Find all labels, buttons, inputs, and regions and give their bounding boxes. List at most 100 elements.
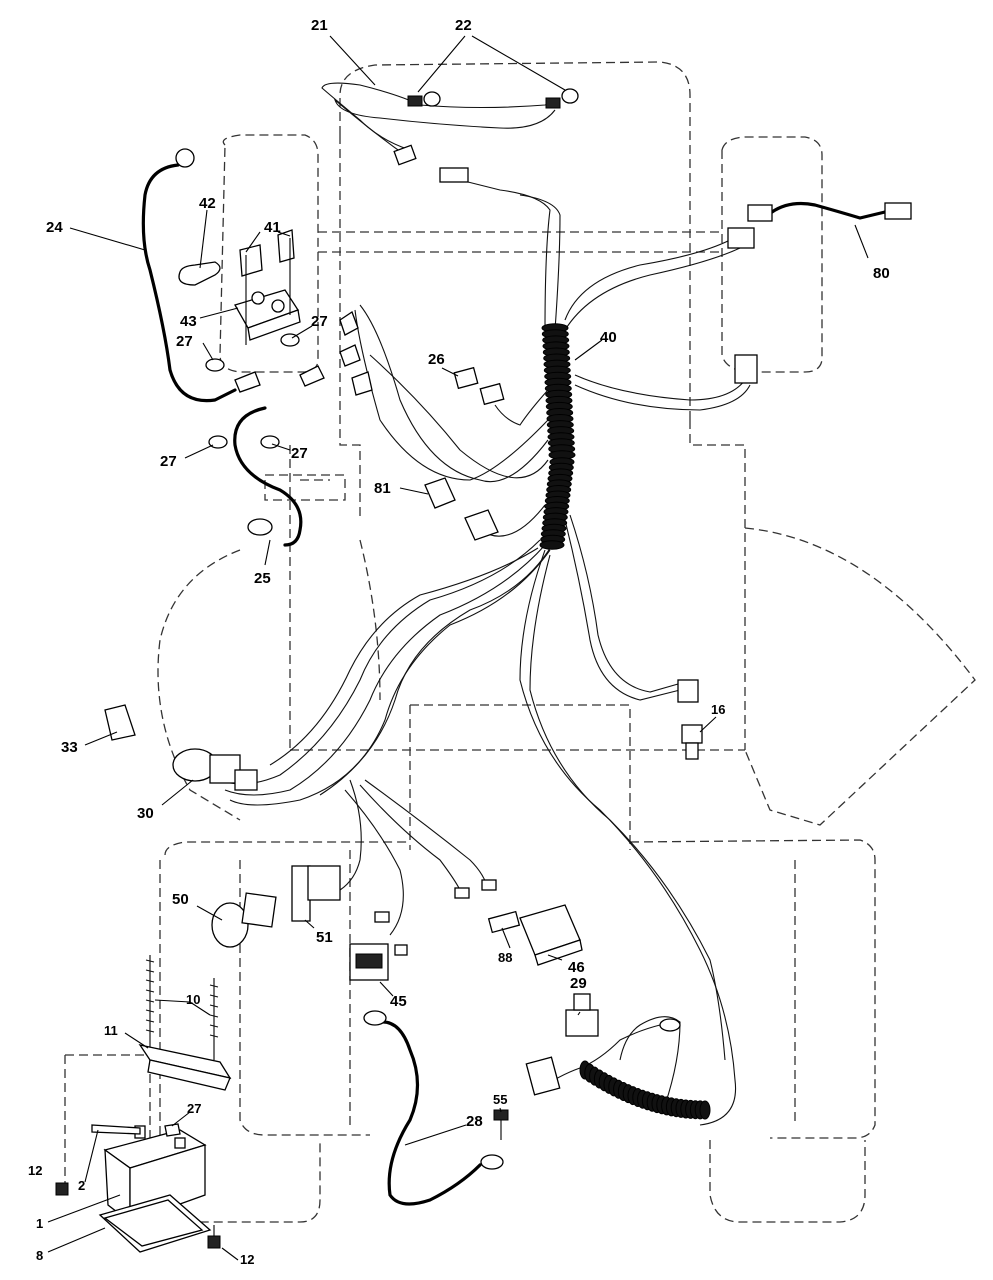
callout-10: 10 xyxy=(186,992,200,1007)
callout-50: 50 xyxy=(172,891,189,908)
corrugated-loom xyxy=(539,323,576,550)
hour-meter-45 xyxy=(349,911,408,981)
fender-outline xyxy=(744,527,976,826)
connector-21 xyxy=(393,144,417,166)
harness-wire xyxy=(344,789,404,936)
harness-wire xyxy=(574,374,746,401)
callout-41: 41 xyxy=(264,219,281,236)
callout-29: 29 xyxy=(570,975,587,992)
connector-coil xyxy=(525,1056,561,1096)
harness-wire xyxy=(519,549,737,1126)
rear-right-wheel xyxy=(709,1140,866,1223)
headlight-harness-wire xyxy=(333,98,556,156)
rear-deck-outline xyxy=(239,850,796,1136)
ring-terminal-28-top xyxy=(363,1010,387,1026)
clip-33 xyxy=(104,704,136,741)
wire-harness-40 xyxy=(219,179,751,1126)
callout-24: 24 xyxy=(46,219,63,236)
harness-wire xyxy=(319,544,553,796)
switch-16 xyxy=(677,679,703,760)
nut-12-bottom xyxy=(207,1235,221,1249)
clamp xyxy=(339,311,359,336)
harness-wire xyxy=(369,354,549,479)
harness-wire xyxy=(224,544,546,796)
ring-terminal-25 xyxy=(247,518,273,536)
callout-80: 80 xyxy=(873,265,890,282)
callout-28: 28 xyxy=(466,1113,483,1130)
cable-25 xyxy=(233,406,303,547)
clip-fuse xyxy=(234,371,261,393)
callout-27-c: 27 xyxy=(160,453,177,470)
module-51 xyxy=(291,865,341,922)
harness-wire xyxy=(619,1016,681,1106)
callout-33: 33 xyxy=(61,739,78,756)
battery-tray-8-lip xyxy=(103,1199,204,1247)
callout-labels: 21 22 24 42 41 43 27 27 27 27 80 40 26 8… xyxy=(28,17,890,1267)
ring-terminal-24-top xyxy=(175,148,195,168)
harness-wire xyxy=(564,247,741,331)
bolt-55 xyxy=(493,1109,509,1140)
components xyxy=(55,82,912,1253)
harness-wire xyxy=(569,514,686,693)
harness-wire xyxy=(269,547,539,766)
relay-88 xyxy=(454,879,521,934)
fuse-holder-26 xyxy=(453,366,505,406)
harness-wire xyxy=(459,179,551,331)
ignition-switch-30 xyxy=(172,748,258,791)
left-front-wheel xyxy=(219,134,319,373)
solenoid-43 xyxy=(234,229,301,341)
connector-81 xyxy=(424,477,499,541)
strap-42 xyxy=(178,261,221,286)
callout-55: 55 xyxy=(493,1092,507,1107)
callout-2: 2 xyxy=(78,1178,85,1193)
callout-12-b: 12 xyxy=(240,1252,254,1267)
callout-51: 51 xyxy=(316,929,333,946)
cable-80 xyxy=(770,201,887,220)
clamp-b xyxy=(339,344,361,367)
cable-28 xyxy=(378,1020,482,1206)
harness-wire xyxy=(229,549,551,806)
corrugated-loom-lower xyxy=(579,1060,711,1120)
loom-ring xyxy=(539,540,565,550)
bolt-41 xyxy=(245,238,291,345)
harness-wire xyxy=(564,239,731,321)
callout-27-a: 27 xyxy=(311,313,328,330)
bolts-10 xyxy=(145,955,219,1060)
callout-16: 16 xyxy=(711,702,725,717)
harness-wire xyxy=(359,784,461,891)
module-46 xyxy=(519,904,583,966)
callout-42: 42 xyxy=(199,195,216,212)
harness-wire xyxy=(519,194,561,331)
callout-45: 45 xyxy=(390,993,407,1010)
harness-wire xyxy=(537,1024,661,1091)
ring-terminal-28-bottom xyxy=(480,1154,504,1170)
callout-1: 1 xyxy=(36,1216,43,1231)
bulb-22-left xyxy=(407,91,441,107)
callout-11: 11 xyxy=(104,1023,118,1038)
nut-27 xyxy=(205,333,300,449)
loom-ring xyxy=(699,1100,711,1120)
callout-88: 88 xyxy=(498,950,512,965)
front-axle-outline xyxy=(318,231,722,253)
harness-wire xyxy=(494,389,549,426)
callout-27-b: 27 xyxy=(176,333,193,350)
callout-22: 22 xyxy=(455,17,472,34)
wire-terminal xyxy=(299,365,325,387)
cable-24 xyxy=(141,163,237,403)
hold-down-11b xyxy=(147,1059,231,1091)
callout-21: 21 xyxy=(311,17,328,34)
battery-tray-guide xyxy=(64,1054,151,1185)
callout-27-e: 27 xyxy=(187,1101,201,1116)
callout-43: 43 xyxy=(180,313,197,330)
headlight-harness-21 xyxy=(321,82,561,151)
harness-wire xyxy=(364,779,489,891)
connector-80 xyxy=(727,202,912,384)
right-front-wheel xyxy=(721,136,823,373)
frame-outline xyxy=(289,135,746,750)
callout-25: 25 xyxy=(254,570,271,587)
callout-40: 40 xyxy=(600,329,617,346)
callout-27-d: 27 xyxy=(291,445,308,462)
tractor-outline xyxy=(64,61,976,1223)
battery-cables xyxy=(141,148,887,1206)
